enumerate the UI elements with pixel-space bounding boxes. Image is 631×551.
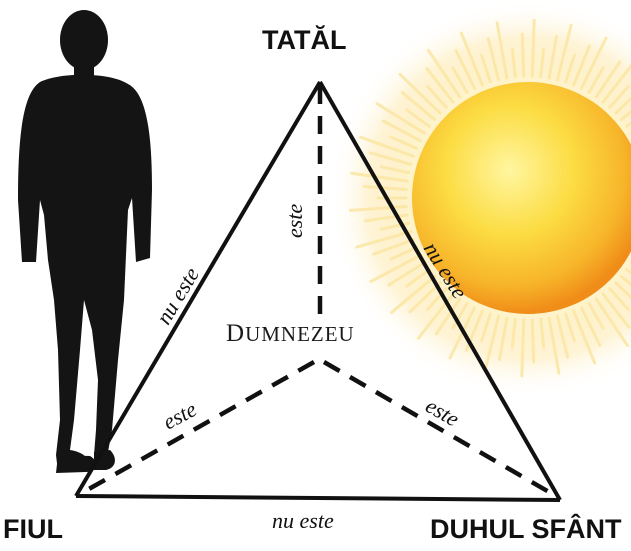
edge-label-bottom: nu este [272,508,334,533]
sun-ray [532,20,534,76]
sun-ray [522,34,523,76]
sun-icon [328,0,631,398]
sun-ray [532,320,533,362]
vertex-label-son: FIUL [3,516,63,543]
center-label-rest: UMNEZEU [245,322,355,346]
spoke-label-top: este [282,204,307,238]
edge-bottom [76,496,560,500]
spoke-label-right: este [422,393,464,432]
center-label-god: DUMNEZEU [226,320,355,348]
center-label-initial: D [226,320,245,347]
vertex-label-holy-spirit: DUHUL SFÂNT [430,516,622,543]
sun-ray [522,320,524,376]
vertex-label-father: TATĂL [262,27,346,54]
